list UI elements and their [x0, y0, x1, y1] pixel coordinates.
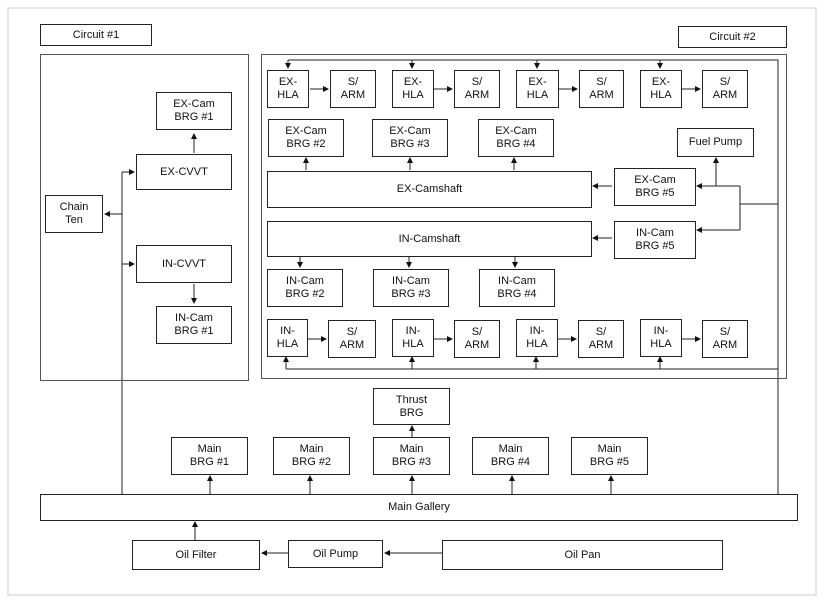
circuit-1-panel	[40, 54, 249, 381]
ex-hla-2: EX-HLA	[392, 70, 434, 108]
s-arm-in-1: S/ARM	[328, 320, 376, 358]
in-cvvt: IN-CVVT	[136, 245, 232, 283]
s-arm-in-2: S/ARM	[454, 320, 500, 358]
s-arm-in-4: S/ARM	[702, 320, 748, 358]
s-arm-ex-3: S/ARM	[579, 70, 624, 108]
ex-hla-3: EX-HLA	[516, 70, 559, 108]
in-hla-3: IN-HLA	[516, 319, 558, 357]
in-hla-4: IN-HLA	[640, 319, 682, 357]
ex-hla-1: EX-HLA	[267, 70, 309, 108]
oil-pan: Oil Pan	[442, 540, 723, 570]
s-arm-in-3: S/ARM	[578, 320, 624, 358]
circuit-2-label: Circuit #2	[678, 26, 787, 48]
fuel-pump: Fuel Pump	[677, 128, 754, 157]
ex-cvvt: EX-CVVT	[136, 154, 232, 190]
s-arm-ex-2: S/ARM	[454, 70, 500, 108]
s-arm-ex-1: S/ARM	[330, 70, 376, 108]
s-arm-ex-4: S/ARM	[702, 70, 748, 108]
in-camshaft: IN-Camshaft	[267, 221, 592, 257]
ex-hla-4: EX-HLA	[640, 70, 682, 108]
oil-pump: Oil Pump	[288, 540, 383, 568]
ex-camshaft: EX-Camshaft	[267, 171, 592, 208]
main-gallery: Main Gallery	[40, 494, 798, 521]
circuit-2-panel	[261, 54, 787, 379]
oil-filter: Oil Filter	[132, 540, 260, 570]
circuit-1-label: Circuit #1	[40, 24, 152, 46]
in-hla-1: IN-HLA	[267, 319, 308, 357]
in-hla-2: IN-HLA	[392, 319, 434, 357]
